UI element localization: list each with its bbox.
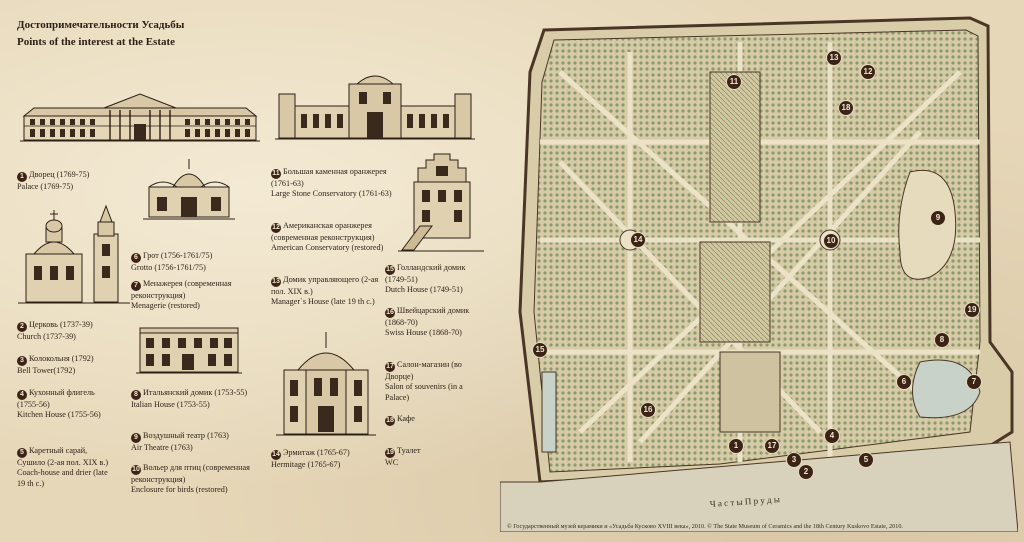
map-marker: 6 xyxy=(896,374,912,390)
title-russian: Достопримечательности Усадьбы xyxy=(17,19,185,31)
marker-icon: 5 xyxy=(17,448,27,458)
map-marker: 9 xyxy=(930,210,946,226)
map-marker: 1 xyxy=(728,438,744,454)
stone-conservatory-drawing xyxy=(275,66,475,142)
marker-icon: 9 xyxy=(131,433,141,443)
copyright-credit: © Государственный музей керамики и «Усад… xyxy=(507,523,903,530)
marker-icon: 19 xyxy=(385,448,395,458)
map-marker: 17 xyxy=(764,438,780,454)
map-marker: 10 xyxy=(823,233,839,249)
map-marker: 7 xyxy=(966,374,982,390)
map-marker: 11 xyxy=(726,74,742,90)
map-marker: 18 xyxy=(838,100,854,116)
map-marker: 15 xyxy=(532,342,548,358)
church-belltower-drawing xyxy=(18,200,130,308)
marker-icon: 18 xyxy=(385,416,395,426)
estate-plan: Ч а с т ы П р у д ы 11 13 12 18 9 10 14 … xyxy=(499,12,1019,533)
marker-icon: 4 xyxy=(17,390,27,400)
marker-icon: 12 xyxy=(271,223,281,233)
marker-icon: 17 xyxy=(385,362,395,372)
dutch-house-drawing xyxy=(398,150,484,254)
marker-icon: 2 xyxy=(17,322,27,332)
italian-house-drawing xyxy=(136,324,242,376)
map-marker: 5 xyxy=(858,452,874,468)
map-marker: 3 xyxy=(786,452,802,468)
map-marker: 12 xyxy=(860,64,876,80)
map-marker: 14 xyxy=(630,232,646,248)
map-marker: 4 xyxy=(824,428,840,444)
map-marker: 19 xyxy=(964,302,980,318)
pond-label: Ч а с т ы П р у д ы xyxy=(709,494,780,509)
marker-icon: 1 xyxy=(17,172,27,182)
grotto-drawing xyxy=(143,157,235,227)
marker-icon: 7 xyxy=(131,281,141,291)
map-marker: 13 xyxy=(826,50,842,66)
marker-icon: 8 xyxy=(131,390,141,400)
marker-icon: 6 xyxy=(131,253,141,263)
title-english: Points of the interest at the Estate xyxy=(17,36,176,48)
palace-drawing xyxy=(20,82,260,144)
map-marker: 16 xyxy=(640,402,656,418)
marker-icon: 11 xyxy=(271,169,281,179)
marker-icon: 15 xyxy=(385,265,395,275)
marker-icon: 10 xyxy=(131,465,141,475)
marker-icon: 14 xyxy=(271,450,281,460)
map-marker: 2 xyxy=(798,464,814,480)
hermitage-drawing xyxy=(276,328,376,440)
marker-icon: 13 xyxy=(271,277,281,287)
marker-icon: 3 xyxy=(17,356,27,366)
map-marker: 8 xyxy=(934,332,950,348)
marker-icon: 16 xyxy=(385,308,395,318)
